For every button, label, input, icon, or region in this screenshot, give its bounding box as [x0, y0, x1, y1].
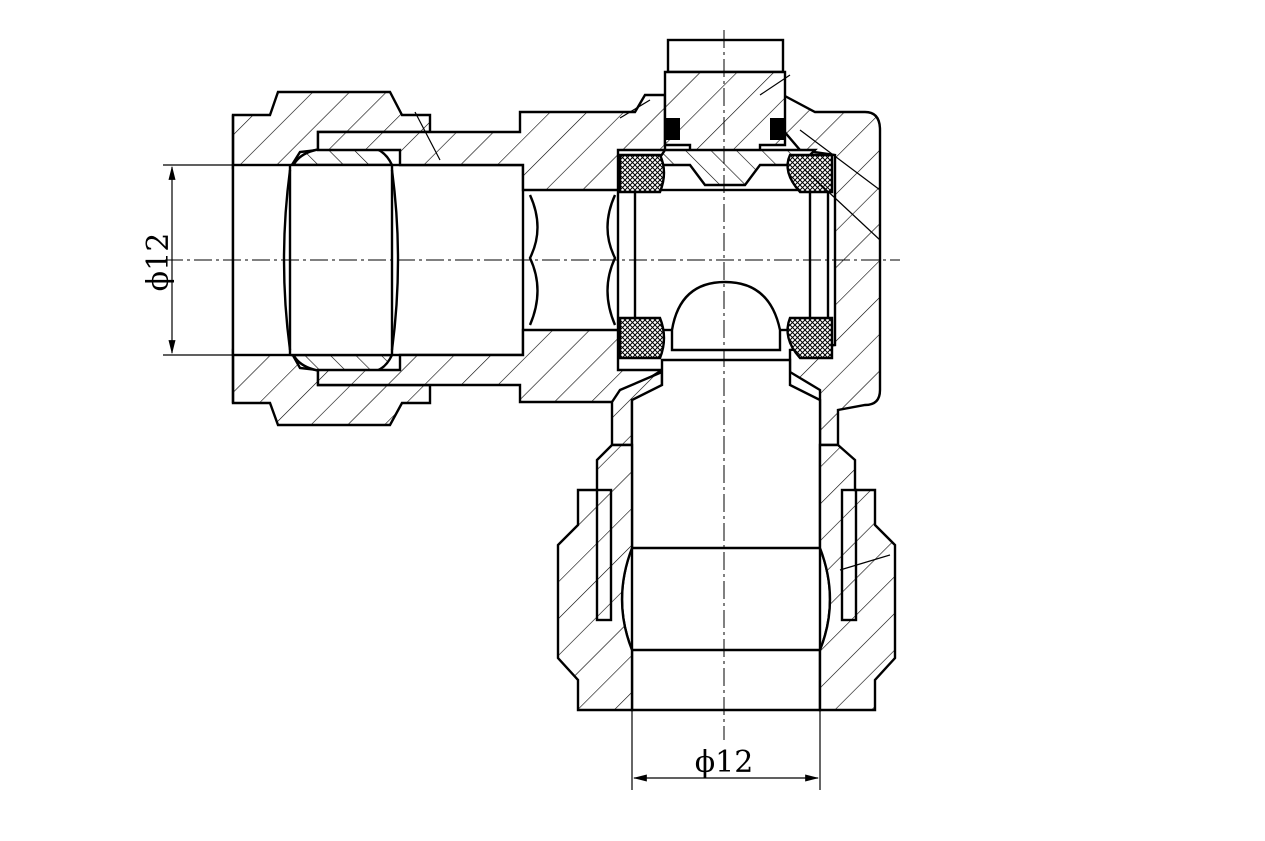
center-lines [165, 30, 900, 740]
outlet-nut [556, 443, 897, 712]
top-plug [652, 38, 818, 187]
o-ring-seals [618, 153, 834, 360]
outlet-diameter-dimension: ϕ12 [631, 710, 821, 790]
leader-lines [414, 74, 891, 571]
outlet-tube [620, 358, 832, 712]
inlet-ferrule [290, 146, 394, 374]
outlet-diameter-label: ϕ12 [695, 745, 754, 780]
check-ball [670, 280, 782, 352]
inlet-diameter-dimension: ϕ12 [141, 164, 233, 356]
inlet-diameter-label: ϕ12 [141, 233, 176, 292]
